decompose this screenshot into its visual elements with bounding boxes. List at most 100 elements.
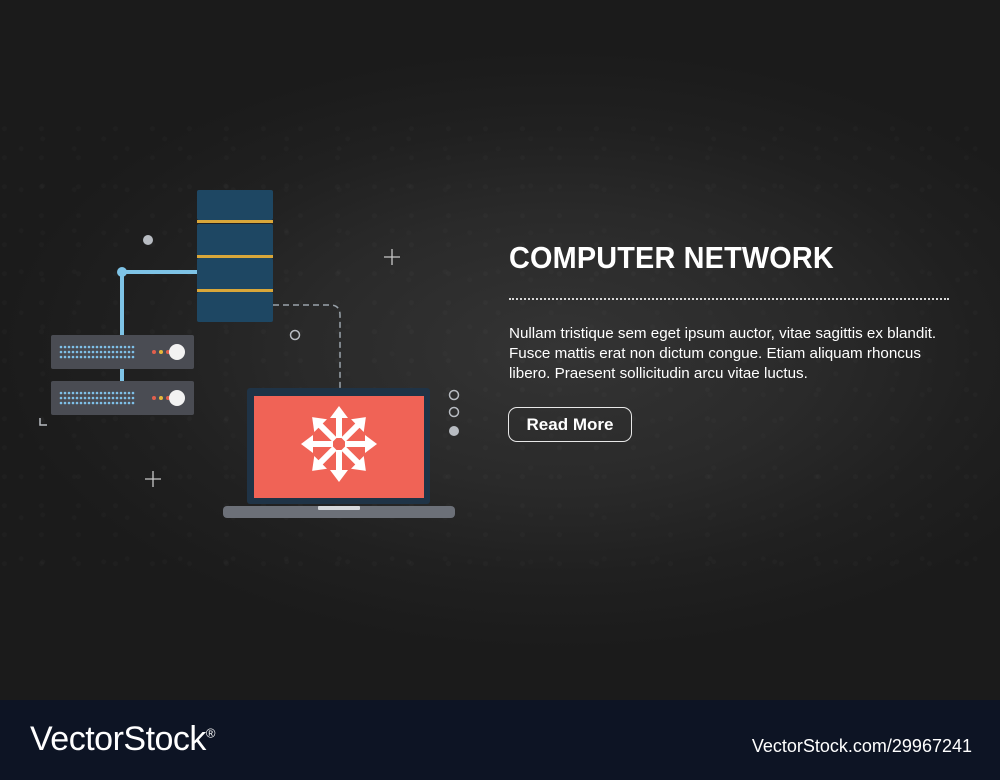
server-light [99,355,103,359]
server-light [91,391,95,395]
server-light [99,401,103,405]
registered-mark: ® [205,725,216,741]
arrow-shape [330,406,348,438]
server-light [79,396,83,400]
server-light [71,345,75,349]
server-light [127,350,131,354]
server-light [115,391,119,395]
server-light [75,396,79,400]
server-light [111,350,115,354]
server-light [87,401,91,405]
page-title: COMPUTER NETWORK [509,240,834,275]
server-light [59,391,63,395]
server-light [127,396,131,400]
server-light [83,355,87,359]
server-light [99,396,103,400]
server-light [71,350,75,354]
server-light [59,350,63,354]
server-light [123,391,127,395]
server-light [95,396,99,400]
server-light [75,350,79,354]
arrow-shape [312,446,337,471]
server-light [123,401,127,405]
server-light [87,396,91,400]
vectorstock-logo: VectorStock® [30,720,216,759]
server-light [67,350,71,354]
server-light [119,401,123,405]
server-light [107,350,111,354]
plus-sparkle-icon [384,249,400,265]
server-light [119,355,123,359]
server-light [79,350,83,354]
server-light [63,345,67,349]
server-light [127,401,131,405]
server-light [95,401,99,405]
server-light [107,401,111,405]
server-light [111,345,115,349]
server-light [83,350,87,354]
server-light [103,355,107,359]
server-light [127,355,131,359]
server-light [107,396,111,400]
server-light [107,345,111,349]
server-light [107,355,111,359]
server-light [127,345,131,349]
server-light [75,391,79,395]
server-light [123,396,127,400]
server-light [95,345,99,349]
server-light [115,396,119,400]
server-light [83,345,87,349]
server-light [63,401,67,405]
arrow-shape [330,450,348,482]
server-light [111,391,115,395]
server-light [63,396,67,400]
server-light [119,350,123,354]
cable-lines [117,267,341,390]
arrows-spread-icon [301,406,377,482]
circle-dot-icon [143,235,460,436]
server-light [119,391,123,395]
server-light [123,350,127,354]
server-light [111,401,115,405]
server-light [83,396,87,400]
server-light [131,396,135,400]
banner: COMPUTER NETWORK Nullam tristique sem eg… [0,0,1000,700]
server-light [99,350,103,354]
image-id: VectorStock.com/29967241 [751,736,972,756]
server-light [67,345,71,349]
server-unit-icon [51,335,194,369]
server-unit-icon [51,381,194,415]
server-light [91,355,95,359]
server-light [91,396,95,400]
server-light [119,345,123,349]
server-light [131,350,135,354]
server-light [111,355,115,359]
server-light [103,391,107,395]
arrow-shape [301,435,333,453]
arrow-shape [345,435,377,453]
server-light [99,391,103,395]
server-light [103,350,107,354]
server-light [115,401,119,405]
server-light [127,391,131,395]
server-light [63,350,67,354]
server-light [103,401,107,405]
server-light [111,396,115,400]
server-light [79,345,83,349]
dotted-divider [509,298,949,300]
server-light [123,355,127,359]
server-light [87,391,91,395]
server-light [131,391,135,395]
server-light [67,401,71,405]
server-light [103,396,107,400]
server-light [59,355,63,359]
server-light [75,401,79,405]
watermark-footer: VectorStock® VectorStock.com/29967241 [0,700,1000,780]
server-light [59,401,63,405]
server-light [83,391,87,395]
read-more-button[interactable]: Read More [508,407,632,442]
server-light [91,345,95,349]
arrow-shape [341,446,366,471]
server-light [123,345,127,349]
server-light [131,345,135,349]
